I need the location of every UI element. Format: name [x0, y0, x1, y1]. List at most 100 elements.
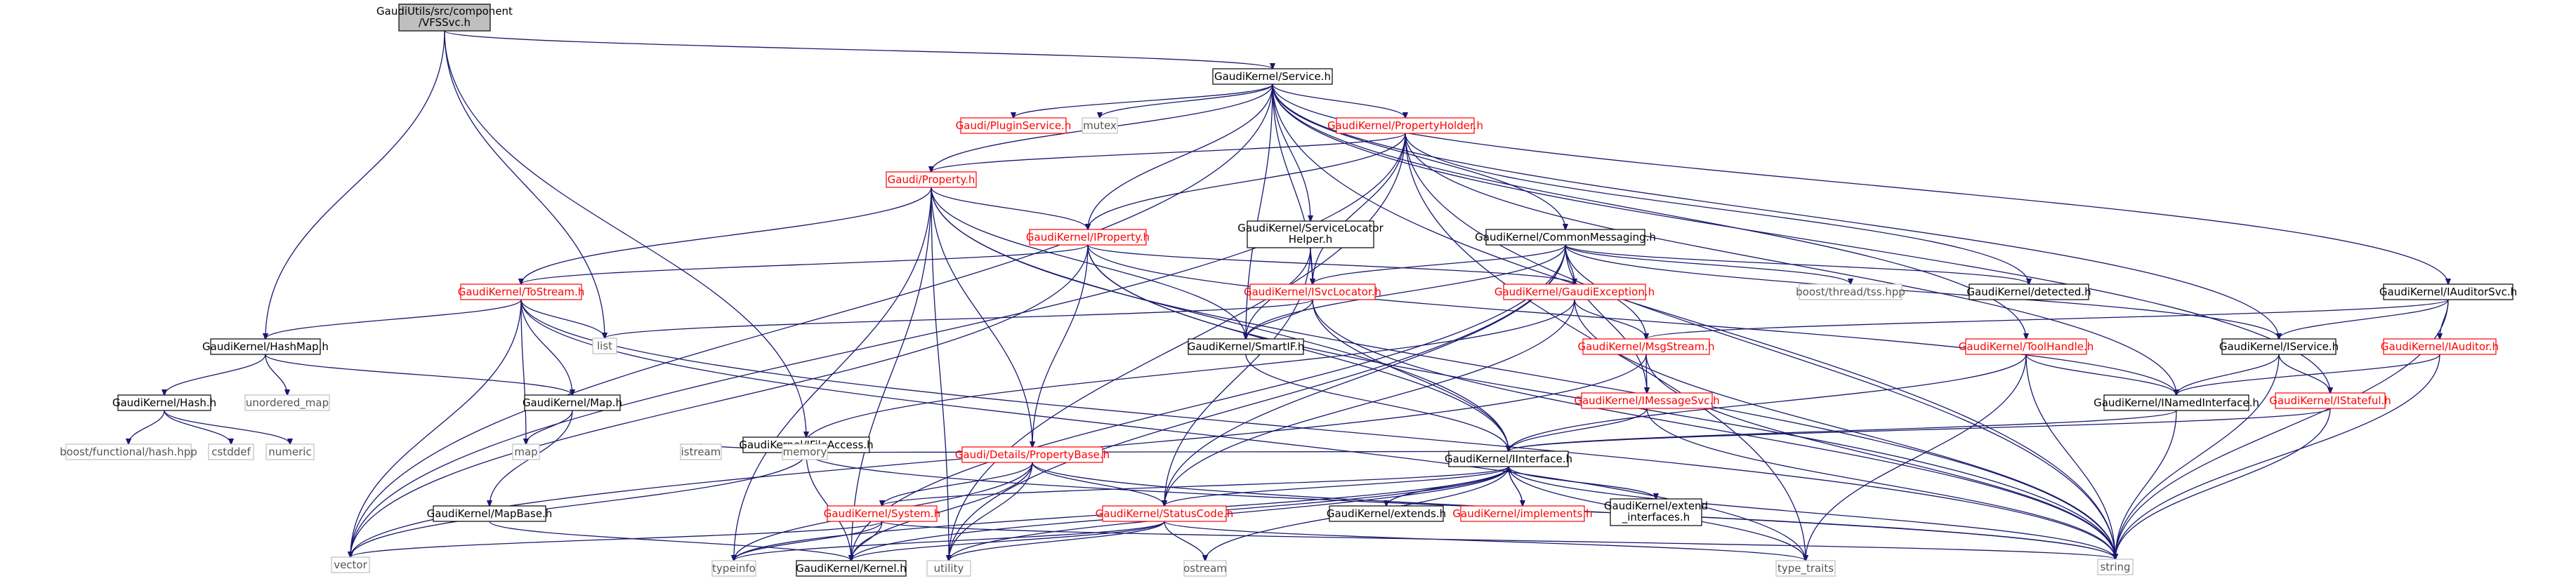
node-extendinterfaces[interactable]: GaudiKernel/extend_interfaces.h: [1604, 498, 1708, 526]
edge-commonmessaging-to-iservice: [1565, 244, 2279, 339]
node-unordered_map: unordered_map: [244, 394, 330, 411]
node-label: Gaudi/PluginService.h: [956, 119, 1072, 132]
node-statuscode[interactable]: GaudiKernel/StatusCode.h: [1096, 505, 1234, 522]
node-box: [1799, 283, 1903, 300]
node-property[interactable]: Gaudi/Property.h: [886, 171, 977, 188]
edge-iservice-to-istateful: [2278, 354, 2330, 393]
edge-iinterface-to-string: [1508, 466, 2115, 559]
node-propertybase[interactable]: Gaudi/Details/PropertyBase.h: [955, 446, 1110, 463]
node-box: [1581, 392, 1713, 409]
edge-iproperty-to-inamedinterface: [1087, 244, 2176, 395]
edge-iauditorsvc-to-iservice: [2279, 299, 2449, 339]
edge-system-to-typeinfo: [734, 521, 883, 561]
node-box: [2103, 394, 2249, 411]
node-label: GaudiKernel/IAuditorSvc.h: [2379, 286, 2517, 298]
edge-root-to-hashmap: [265, 30, 445, 339]
node-iproperty[interactable]: GaudiKernel/IProperty.h: [1026, 229, 1150, 246]
node-pluginservice[interactable]: Gaudi/PluginService.h: [956, 117, 1072, 134]
edge-isvclocator-to-smartif: [1246, 299, 1313, 339]
node-box: [711, 560, 756, 577]
edge-imessagesvc-to-string: [1646, 408, 2115, 559]
edge-propertyholder-to-string: [1405, 133, 2115, 559]
edge-isvclocator-to-iinterface: [1312, 299, 1509, 451]
node-service[interactable]: GaudiKernel/Service.h: [1212, 68, 1333, 85]
edge-propertybase-to-utility: [949, 462, 1033, 561]
node-label: GaudiKernel/IMessageSvc.h: [1574, 394, 1719, 407]
node-map: map: [512, 443, 540, 460]
node-label: GaudiKernel/extend_interfaces.h: [1604, 500, 1708, 524]
node-system[interactable]: GaudiKernel/System.h: [824, 505, 940, 522]
node-mutex: mutex: [1082, 117, 1118, 134]
node-box: [1082, 117, 1118, 134]
node-label: GaudiKernel/IInterface.h: [1445, 453, 1572, 465]
node-toolhandle[interactable]: GaudiKernel/ToolHandle.h: [1959, 338, 2094, 355]
node-box: [460, 283, 582, 300]
node-box: [117, 394, 211, 411]
node-iauditor[interactable]: GaudiKernel/IAuditor.h: [2381, 338, 2499, 355]
node-box: [592, 338, 617, 354]
node-isvclocator[interactable]: GaudiKernel/ISvcLocator.h: [1244, 283, 1381, 300]
edge-iauditor-to-string: [2115, 354, 2440, 559]
node-box: [244, 394, 330, 411]
node-label: typeinfo: [712, 562, 756, 575]
node-box: [1969, 283, 2089, 300]
node-msgstream[interactable]: GaudiKernel/MsgStream.h: [1577, 338, 1715, 355]
node-label: Gaudi/Details/PropertyBase.h: [955, 448, 1110, 461]
edge-iproperty-to-vector: [350, 244, 1089, 557]
node-label: GaudiKernel/Map.h: [523, 396, 622, 409]
node-label: GaudiKernel/SmartIF.h: [1188, 340, 1304, 353]
node-box: [1582, 338, 1710, 355]
edge-statuscode-to-utility: [949, 521, 1165, 561]
node-label: GaudiKernel/HashMap.h: [202, 340, 329, 353]
node-implements[interactable]: GaudiKernel/implements.h: [1452, 505, 1593, 522]
node-label: GaudiKernel/MapBase.h: [427, 507, 553, 520]
node-iinterface[interactable]: GaudiKernel/IInterface.h: [1445, 450, 1572, 467]
edge-iinterface-to-statuscode: [1164, 466, 1509, 506]
node-root[interactable]: GaudiUtils/src/component/VFSSvc.h: [376, 4, 513, 32]
node-label: GaudiKernel/MsgStream.h: [1577, 340, 1714, 353]
node-hashmap[interactable]: GaudiKernel/HashMap.h: [202, 338, 329, 355]
node-hash[interactable]: GaudiKernel/Hash.h: [112, 394, 216, 411]
node-iservice[interactable]: GaudiKernel/IService.h: [2219, 338, 2339, 355]
node-box: [796, 560, 907, 577]
edge-service-to-vector: [350, 84, 1273, 557]
edge-tostream-to-string: [520, 299, 2115, 559]
node-detected[interactable]: GaudiKernel/detected.h: [1966, 283, 2091, 300]
node-label: type_traits: [1777, 562, 1834, 575]
node-istream: istream: [680, 443, 722, 460]
node-mapbase[interactable]: GaudiKernel/MapBase.h: [427, 505, 553, 522]
node-smartif[interactable]: GaudiKernel/SmartIF.h: [1188, 338, 1304, 355]
node-iauditorsvc[interactable]: GaudiKernel/IAuditorSvc.h: [2379, 283, 2517, 300]
node-tostream[interactable]: GaudiKernel/ToStream.h: [458, 283, 585, 300]
node-map_h[interactable]: GaudiKernel/Map.h: [523, 394, 622, 411]
node-propertyholder[interactable]: GaudiKernel/PropertyHolder.h: [1327, 117, 1483, 134]
node-label: ostream: [1183, 562, 1227, 575]
node-box: [1029, 229, 1147, 246]
node-label: Gaudi/Property.h: [888, 173, 975, 186]
edge-tostream-to-list: [520, 299, 605, 338]
node-imessagesvc[interactable]: GaudiKernel/IMessageSvc.h: [1574, 392, 1720, 409]
edge-statuscode-to-type_traits: [1164, 521, 1806, 561]
node-box: [1188, 338, 1304, 355]
node-kernel[interactable]: GaudiKernel/Kernel.h: [796, 560, 907, 577]
node-label: GaudiKernel/Service.h: [1214, 70, 1331, 83]
edge-service-to-mutex: [1100, 84, 1273, 118]
edge-iproperty-to-propertybase: [1032, 244, 1089, 447]
edge-commonmessaging-to-threadtss: [1565, 244, 1851, 284]
edge-property-to-kernel: [851, 187, 932, 561]
node-ostream: ostream: [1183, 560, 1227, 577]
edge-imessagesvc-to-iinterface: [1509, 408, 1648, 451]
edge-gaudiexception-to-msgstream: [1574, 299, 1646, 339]
edge-iproperty-to-tostream: [521, 244, 1089, 284]
edge-iinterface-to-utility: [949, 466, 1509, 561]
node-commonmessaging[interactable]: GaudiKernel/CommonMessaging.h: [1475, 229, 1656, 246]
node-istateful[interactable]: GaudiKernel/IStateful.h: [2269, 392, 2391, 409]
node-gaudiexception[interactable]: GaudiKernel/GaudiException.h: [1494, 283, 1655, 300]
edge-propertyholder-to-vector: [350, 133, 1406, 557]
edge-toolhandle-to-iinterface: [1509, 354, 2027, 451]
edge-commonmessaging-to-isvclocator: [1313, 244, 1566, 284]
edge-propertybase-to-statuscode: [1032, 462, 1164, 506]
node-inamedinterface[interactable]: GaudiKernel/INamedInterface.h: [2094, 394, 2259, 411]
node-extends[interactable]: GaudiKernel/extends.h: [1327, 505, 1446, 522]
